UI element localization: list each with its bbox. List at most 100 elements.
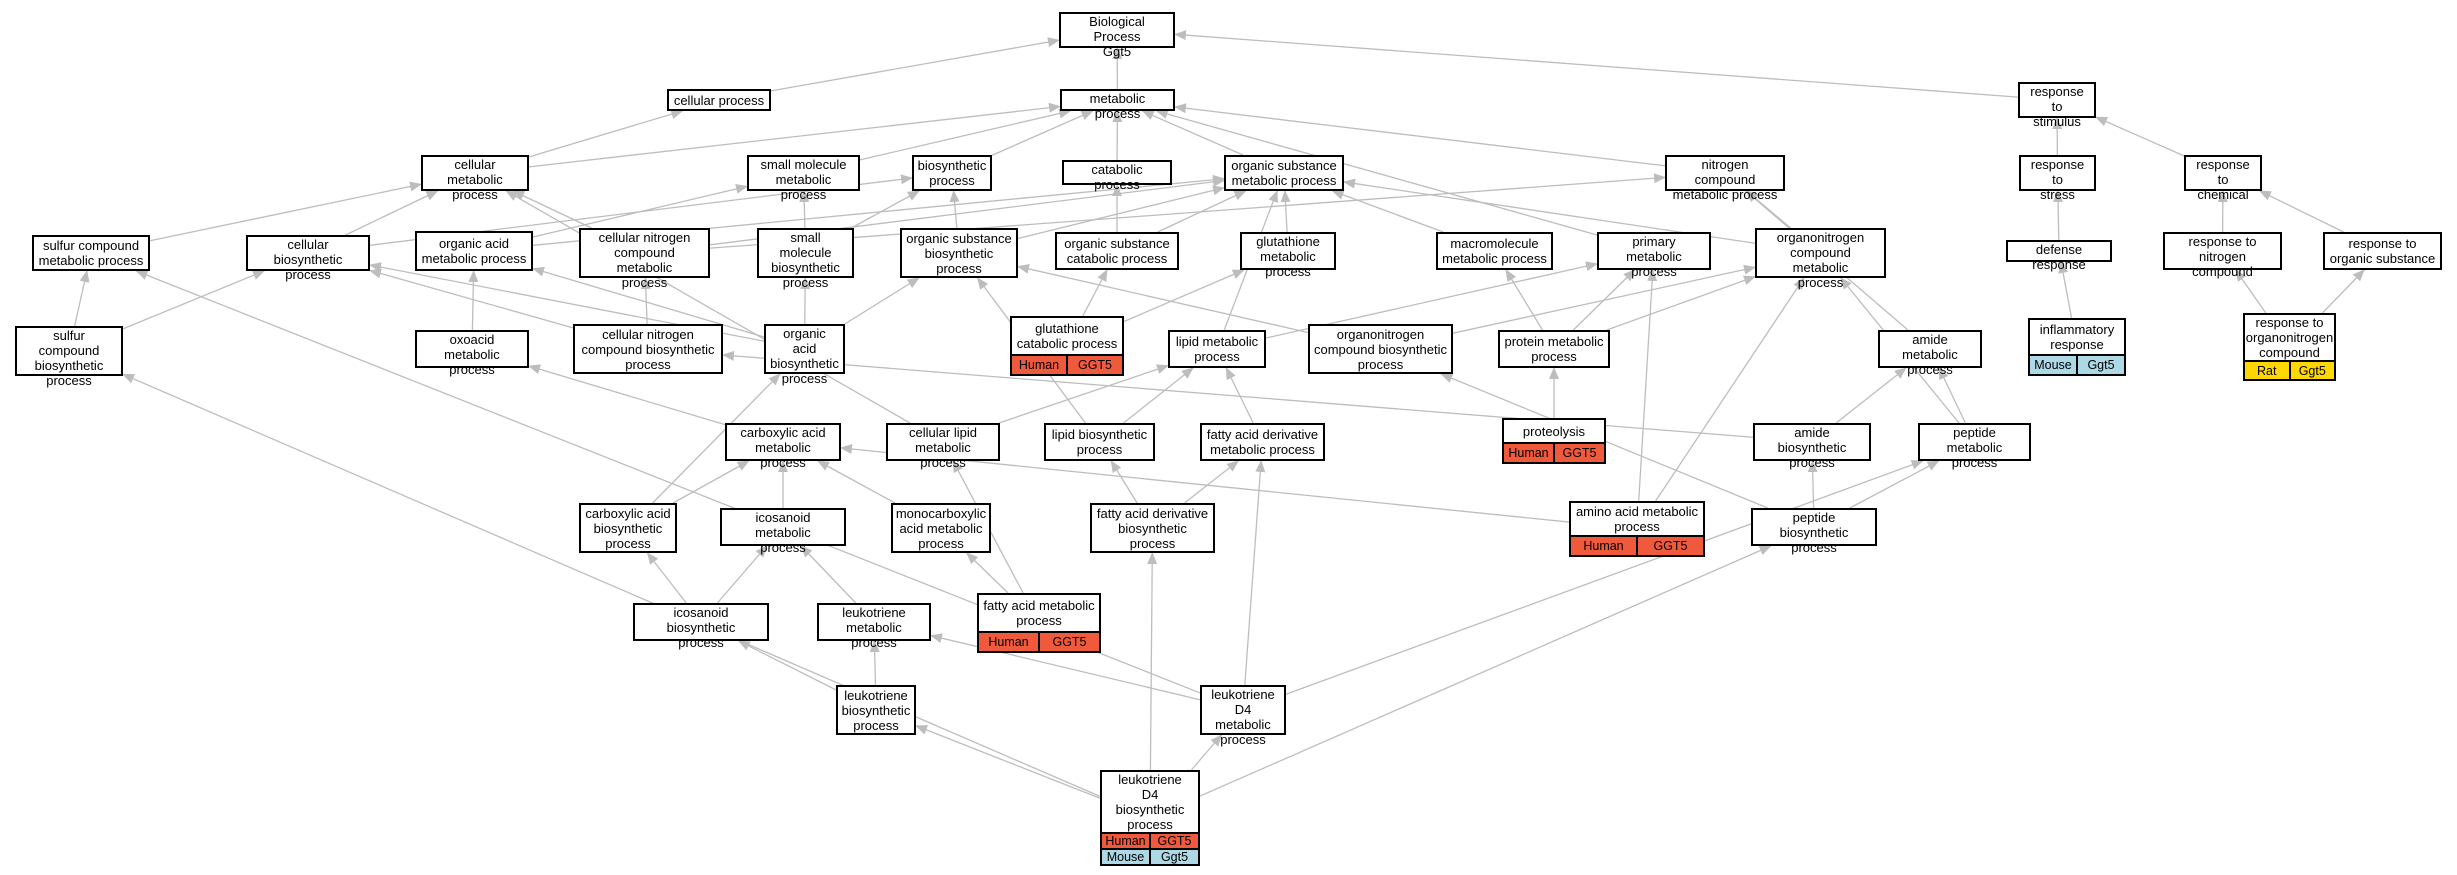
term-label: cellular process: [673, 92, 765, 108]
term-node-metabolic-process[interactable]: metabolic process: [1060, 89, 1175, 121]
edge-leukotriene-d4-biosynthetic-to-fatty-acid-derivative-biosynthetic: [1147, 552, 1158, 771]
term-node-small-molecule-metabolic[interactable]: small molecule metabolic process: [747, 155, 860, 202]
term-label: fatty acid metabolic process: [983, 598, 1095, 628]
term-node-peptide-biosynthetic[interactable]: peptide biosynthetic process: [1751, 508, 1877, 555]
term-label: organic substance metabolic process: [1231, 158, 1337, 188]
term-node-lipid-metabolic[interactable]: lipid metabolic process: [1168, 330, 1266, 368]
term-node-sulfur-compound-biosynthetic[interactable]: sulfur compound biosynthetic process: [15, 326, 123, 388]
annotation-human: GGT5: [1636, 537, 1703, 555]
term-node-organonitrogen-compound-metabolic[interactable]: organonitrogen compound metabolic proces…: [1755, 228, 1886, 290]
term-node-small-molecule-biosynthetic[interactable]: small molecule biosynthetic process: [757, 228, 854, 290]
term-node-carboxylic-acid-biosynthetic[interactable]: carboxylic acid biosynthetic process: [579, 503, 677, 553]
edge-leukotriene-d4-biosynthetic-to-peptide-biosynthetic: [1199, 545, 1772, 797]
edge-glutathione-catabolic-to-organic-substance-catabolic: [1082, 269, 1108, 317]
term-node-fatty-acid-derivative-biosynthetic[interactable]: fatty acid derivative biosynthetic proce…: [1090, 503, 1215, 553]
edge-response-to-chemical-to-response-to-stimulus: [2095, 116, 2185, 157]
edge-cellular-metabolic-to-metabolic-process: [528, 102, 1061, 168]
term-node-leukotriene-d4-metabolic[interactable]: leukotriene D4 metabolic process: [1200, 685, 1286, 747]
term-node-response-to-organic-substance[interactable]: response to organic substance: [2323, 232, 2442, 270]
edge-leukotriene-metabolic-to-icosanoid-metabolic: [800, 545, 857, 604]
edge-protein-metabolic-to-macromolecule-metabolic: [1505, 269, 1544, 331]
term-node-response-to-stress[interactable]: response to stress: [2019, 155, 2096, 202]
term-node-cellular-nitrogen-compound-metabolic[interactable]: cellular nitrogen compound metabolic pro…: [579, 228, 710, 290]
edge-small-molecule-biosynthetic-to-biosynthetic: [850, 190, 920, 229]
term-node-catabolic[interactable]: catabolic process: [1062, 160, 1172, 192]
edge-small-molecule-biosynthetic-to-small-molecule-metabolic: [799, 190, 810, 229]
term-label: inflammatory response: [2039, 322, 2115, 352]
term-label: fatty acid derivative metabolic process: [1206, 427, 1319, 457]
edge-small-molecule-metabolic-to-metabolic-process: [859, 108, 1072, 161]
term-node-primary-metabolic[interactable]: primary metabolic process: [1597, 232, 1711, 279]
edge-leukotriene-d4-biosynthetic-to-leukotriene-biosynthetic: [915, 725, 1101, 799]
term-node-leukotriene-biosynthetic[interactable]: leukotriene biosynthetic process: [836, 685, 916, 735]
term-label: catabolic process: [1091, 162, 1143, 192]
term-label: oxoacid metabolic process: [444, 332, 500, 377]
term-node-bp[interactable]: Biological Process Ggt5: [1059, 12, 1175, 59]
term-node-cellular-lipid-metabolic[interactable]: cellular lipid metabolic process: [886, 423, 1000, 470]
term-node-cellular-biosynthetic[interactable]: cellular biosynthetic process: [246, 235, 370, 282]
term-node-icosanoid-metabolic[interactable]: icosanoid metabolic process: [720, 508, 846, 555]
term-node-organic-substance-biosynthetic[interactable]: organic substance biosynthetic process: [900, 228, 1018, 278]
term-node-response-to-chemical[interactable]: response to chemical: [2184, 155, 2262, 202]
term-node-protein-metabolic[interactable]: protein metabolic process: [1498, 330, 1610, 368]
term-node-carboxylic-acid-metabolic[interactable]: carboxylic acid metabolic process: [725, 423, 841, 470]
term-label: peptide metabolic process: [1946, 425, 2003, 470]
term-node-cellular-metabolic[interactable]: cellular metabolic process: [421, 155, 529, 202]
term-node-organic-acid-biosynthetic[interactable]: organic acid biosynthetic process: [764, 324, 845, 386]
edge-organic-acid-metabolic-to-small-molecule-metabolic: [532, 184, 748, 238]
term-node-organonitrogen-compound-biosynthetic[interactable]: organonitrogen compound biosynthetic pro…: [1308, 324, 1453, 374]
term-node-macromolecule-metabolic[interactable]: macromolecule metabolic process: [1436, 232, 1553, 270]
edge-cellular-metabolic-to-cellular-process: [528, 109, 684, 158]
term-node-organic-acid-metabolic[interactable]: organic acid metabolic process: [415, 231, 533, 271]
edge-inflammatory-response-to-defense-response: [2058, 261, 2073, 319]
term-label: leukotriene metabolic process: [842, 605, 906, 650]
term-label: defense response: [2032, 242, 2086, 272]
term-node-oxoacid-metabolic[interactable]: oxoacid metabolic process: [415, 330, 529, 377]
term-node-organic-substance-metabolic[interactable]: organic substance metabolic process: [1224, 155, 1344, 191]
term-label: small molecule metabolic process: [760, 157, 847, 202]
term-label: macromolecule metabolic process: [1442, 236, 1547, 266]
term-node-response-to-stimulus[interactable]: response to stimulus: [2018, 82, 2096, 129]
term-node-leukotriene-metabolic[interactable]: leukotriene metabolic process: [817, 603, 931, 650]
edge-organic-substance-biosynthetic-to-biosynthetic: [949, 190, 960, 229]
term-label: response to stimulus: [2030, 84, 2084, 129]
term-node-amide-biosynthetic[interactable]: amide biosynthetic process: [1753, 423, 1871, 470]
edge-cellular-nitrogen-compound-metabolic-to-cellular-metabolic: [512, 190, 592, 229]
term-node-sulfur-compound-metabolic[interactable]: sulfur compound metabolic process: [32, 235, 150, 271]
edge-peptide-metabolic-to-amide-metabolic: [1938, 367, 1966, 424]
annotation-human: GGT5: [1038, 633, 1099, 651]
annotation-mouse: Ggt5: [2076, 356, 2124, 374]
term-node-monocarboxylic-acid-metabolic[interactable]: monocarboxylic acid metabolic process: [891, 503, 991, 553]
term-node-organic-substance-catabolic[interactable]: organic substance catabolic process: [1055, 232, 1179, 270]
term-node-peptide-metabolic[interactable]: peptide metabolic process: [1918, 423, 2031, 470]
term-node-nitrogen-compound-metabolic[interactable]: nitrogen compound metabolic process: [1665, 155, 1785, 202]
term-label: response to organonitrogen compound: [2245, 315, 2334, 360]
edge-glutathione-catabolic-to-glutathione-metabolic: [1123, 269, 1245, 323]
term-node-biosynthetic[interactable]: biosynthetic process: [912, 155, 992, 191]
term-node-glutathione-metabolic[interactable]: glutathione metabolic process: [1240, 232, 1336, 279]
term-node-response-to-nitrogen-compound[interactable]: response to nitrogen compound: [2163, 232, 2282, 279]
term-label: sulfur compound metabolic process: [38, 238, 144, 268]
edge-carboxylic-acid-biosynthetic-to-organic-acid-biosynthetic: [652, 373, 781, 504]
term-node-amide-metabolic[interactable]: amide metabolic process: [1878, 330, 1982, 377]
term-node-icosanoid-biosynthetic[interactable]: icosanoid biosynthetic process: [633, 603, 769, 650]
term-node-defense-response[interactable]: defense response: [2006, 240, 2112, 272]
term-node-cellular-process[interactable]: cellular process: [667, 89, 771, 111]
term-node-cellular-nitrogen-compound-biosynthetic[interactable]: cellular nitrogen compound biosynthetic …: [573, 324, 723, 374]
term-node-fatty-acid-derivative-metabolic[interactable]: fatty acid derivative metabolic process: [1200, 423, 1325, 461]
edge-sulfur-compound-biosynthetic-to-sulfur-compound-metabolic: [73, 270, 90, 327]
term-node-lipid-biosynthetic[interactable]: lipid biosynthetic process: [1044, 423, 1155, 461]
